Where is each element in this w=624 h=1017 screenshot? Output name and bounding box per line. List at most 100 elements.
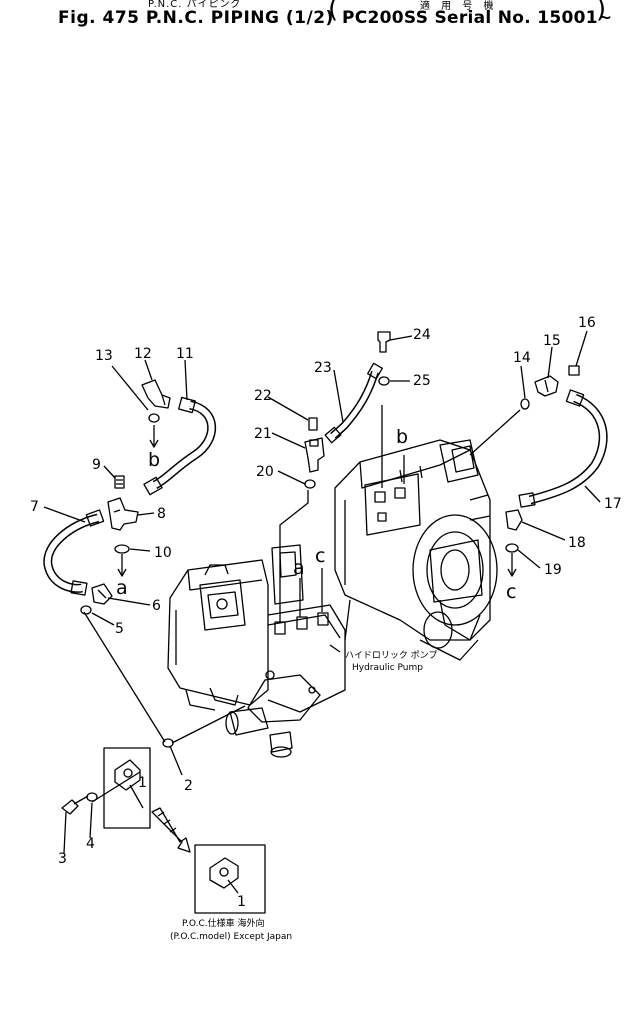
part-label-12: 12	[134, 346, 152, 362]
serial-paren-open: (	[328, 0, 339, 24]
leader-5	[91, 612, 115, 626]
elbow-18	[505, 509, 523, 531]
leader-1	[129, 784, 144, 809]
leader-15	[547, 346, 553, 379]
part-label-15: 15	[543, 333, 561, 349]
poc-block	[209, 857, 239, 889]
oring-25	[378, 376, 390, 386]
leader-3	[63, 811, 67, 854]
valve-body	[167, 544, 346, 758]
hose-23	[324, 362, 383, 444]
part-label-20: 20	[256, 464, 274, 480]
line-5-to-2	[83, 611, 166, 743]
figure-title: Fig. 475 P.N.C. PIPING (1/2)	[58, 8, 334, 28]
part-label-19: 19	[544, 562, 562, 578]
leader-1-poc	[227, 879, 239, 894]
part-label-1b: 1	[237, 894, 246, 910]
oring-5	[80, 605, 92, 615]
tee-21	[304, 437, 325, 473]
leader-22	[267, 396, 309, 421]
oring-10	[114, 544, 130, 554]
part-label-13: 13	[95, 348, 113, 364]
part-label-16: 16	[578, 315, 596, 331]
leader-6	[107, 597, 151, 606]
oring-14	[520, 398, 530, 410]
pump-label-english: Hydraulic Pump	[352, 663, 423, 673]
leader-8	[137, 512, 155, 516]
leader-21	[271, 432, 306, 449]
leader-24	[389, 335, 413, 341]
header-japanese-applicable: 適 用 号 機	[420, 1, 498, 12]
serial-range: PC200SS Serial No. 15001~	[342, 8, 613, 28]
hose-17	[518, 389, 608, 508]
pump-label-japanese: ハイドロリック ポンプ	[345, 650, 437, 661]
part-label-11: 11	[176, 346, 194, 362]
part-label-2: 2	[184, 778, 193, 794]
poc-arrow	[151, 807, 191, 853]
hose-7	[43, 509, 105, 596]
connector-24	[377, 331, 391, 353]
plug-9	[114, 475, 125, 489]
line-4-to-block	[91, 771, 141, 803]
arrow-a-left-head	[117, 568, 127, 577]
oring-20	[304, 479, 316, 489]
leader-4	[89, 802, 93, 839]
connector-label-c-right: c	[506, 581, 516, 603]
part-label-5: 5	[115, 621, 124, 637]
leader-9	[103, 465, 116, 479]
part-label-4: 4	[86, 836, 95, 852]
part-label-1a: 1	[138, 775, 147, 791]
connector-label-a-valve: a	[293, 557, 305, 579]
poc-label-english: (P.O.C.model) Except Japan	[170, 932, 292, 942]
part-label-6: 6	[152, 598, 161, 614]
part-label-17: 17	[604, 496, 622, 512]
part-label-10: 10	[154, 545, 172, 561]
part-label-24: 24	[413, 327, 431, 343]
leader-11	[184, 359, 188, 401]
leader-16	[575, 330, 588, 367]
leader-23	[333, 369, 344, 423]
elbow-6	[91, 583, 113, 605]
part-label-25: 25	[413, 373, 431, 389]
hose-11	[143, 396, 217, 496]
hydraulic-pump	[334, 439, 498, 661]
part-label-8: 8	[157, 506, 166, 522]
part-label-22: 22	[254, 388, 272, 404]
leader-14	[520, 365, 526, 399]
line-port-to-20	[279, 490, 309, 622]
part-label-14: 14	[513, 350, 531, 366]
connector-label-c-valve: c	[315, 545, 325, 567]
serial-paren-close: )	[596, 0, 607, 24]
leader-pump	[329, 644, 341, 653]
block-1	[114, 759, 141, 791]
leader-18	[521, 521, 566, 541]
connector-label-a-left: a	[116, 577, 128, 599]
arrow-b-left-head	[149, 439, 159, 448]
plug-16	[568, 365, 580, 376]
leader-19	[517, 549, 541, 569]
part-label-9: 9	[92, 457, 101, 473]
leader-7	[43, 506, 86, 523]
bolt-3	[61, 795, 89, 815]
elbow-15	[534, 375, 559, 397]
part-label-23: 23	[314, 360, 332, 376]
connector-label-b-left: b	[148, 449, 160, 471]
oring-13	[148, 413, 160, 423]
plug-22	[308, 417, 318, 431]
part-label-21: 21	[254, 426, 272, 442]
leader-12	[144, 359, 153, 381]
leader-10	[129, 548, 151, 552]
oring-19	[505, 543, 519, 553]
block-1-frame	[103, 747, 151, 829]
arrow-c-right-head	[507, 568, 517, 577]
line-pump-to-14	[469, 409, 521, 456]
elbow-8	[107, 497, 139, 531]
leader-20	[277, 470, 306, 485]
part-label-18: 18	[568, 535, 586, 551]
line-2-to-valve	[171, 705, 246, 744]
header-japanese-title: P.N.C. パイピング	[148, 0, 242, 10]
leader-13	[111, 365, 149, 411]
poc-frame	[194, 844, 266, 914]
leader-17	[584, 485, 601, 503]
